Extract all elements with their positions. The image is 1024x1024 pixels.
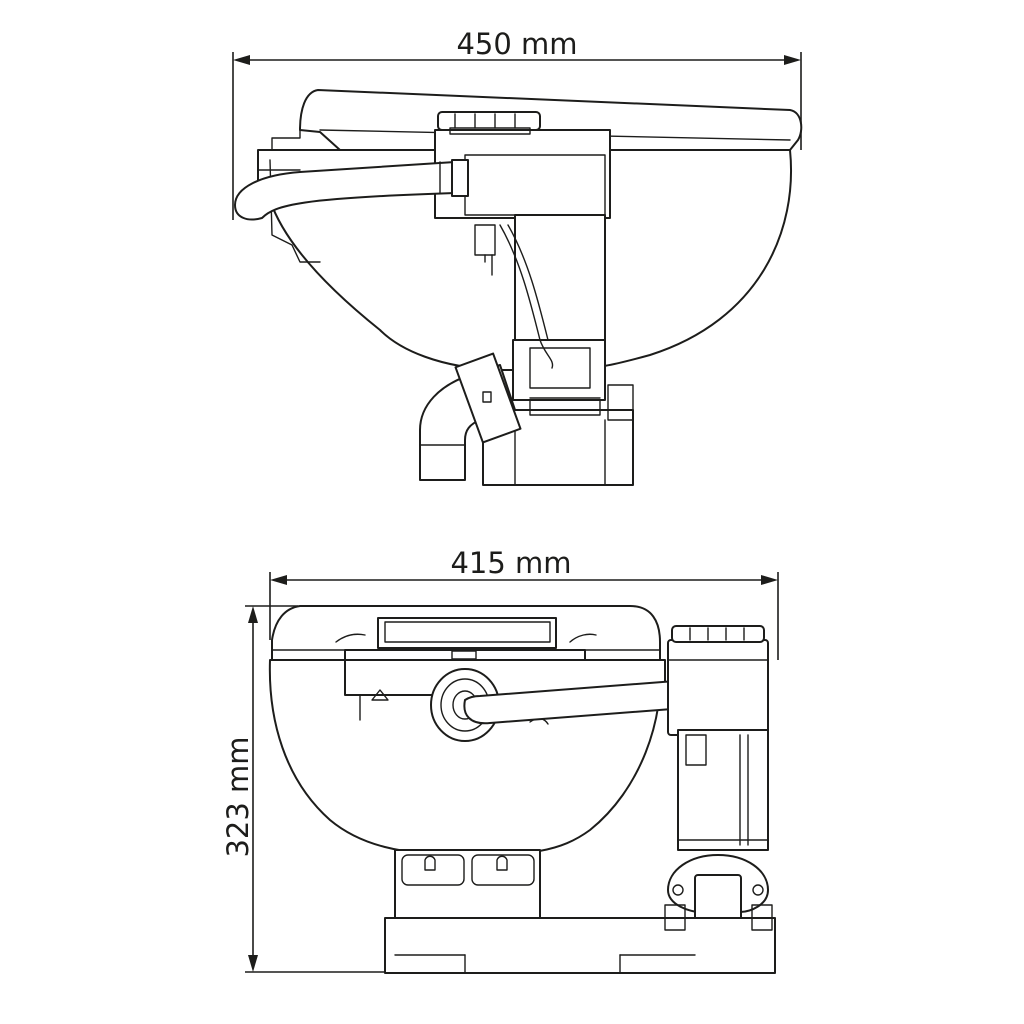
- hose-side: [234, 159, 469, 221]
- front-width-dimension: 415 mm: [269, 546, 779, 660]
- base-front: [384, 904, 776, 974]
- outlet-elbow-side: [419, 352, 522, 481]
- height-label: 323 mm: [221, 736, 255, 857]
- pump-front: [667, 625, 769, 851]
- side-width-dimension: 450 mm: [232, 27, 802, 220]
- side-width-label: 450 mm: [456, 27, 577, 61]
- bowl-front: [268, 659, 662, 921]
- front-view: 415 mm 323 mm: [221, 546, 779, 974]
- lid-front: [271, 605, 661, 661]
- side-view: 450 mm: [232, 27, 803, 486]
- pump-side: [434, 111, 611, 401]
- front-width-label: 415 mm: [450, 546, 571, 580]
- height-dimension: 323 mm: [221, 605, 395, 973]
